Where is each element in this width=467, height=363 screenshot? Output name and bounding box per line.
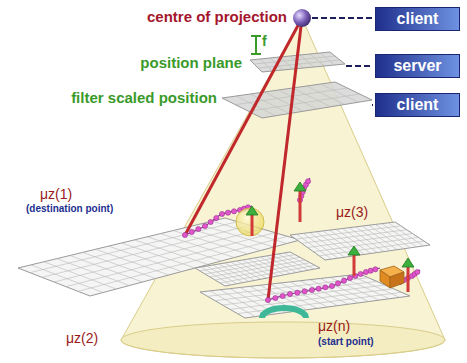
grid-plane — [290, 222, 430, 260]
tier-box: client — [375, 7, 460, 31]
layer-label: centre of projection — [147, 8, 287, 25]
projection-cone — [121, 18, 445, 358]
layer-label: position plane — [140, 54, 242, 71]
depth-label: μz(1) — [40, 186, 72, 202]
tier-box: server — [375, 54, 460, 78]
target-box — [380, 266, 404, 288]
projection-centre — [293, 9, 311, 27]
up-arrow — [402, 258, 414, 292]
tier-leader — [312, 18, 373, 105]
tier-name: client — [397, 10, 439, 28]
depth-label: μz(n) — [318, 318, 350, 334]
tier-name: server — [393, 57, 441, 75]
tier-box: client — [375, 93, 460, 117]
cone-base — [121, 322, 445, 358]
tier-name: client — [397, 96, 439, 114]
grid-plane — [200, 274, 410, 318]
up-arrow — [246, 206, 258, 236]
up-arrow — [348, 246, 360, 276]
depth-label: (destination point) — [26, 203, 113, 215]
focal-bracket — [251, 36, 261, 54]
layer-label: f — [262, 33, 267, 49]
depth-label: (start point) — [318, 336, 374, 348]
grid-plane — [222, 82, 372, 118]
green-ring — [262, 308, 306, 318]
depth-label: μz(3) — [336, 204, 368, 220]
layer-label: filter scaled position — [71, 89, 217, 106]
up-arrow — [294, 182, 306, 222]
trajectory — [265, 267, 380, 303]
depth-label: μz(2) — [66, 330, 98, 346]
